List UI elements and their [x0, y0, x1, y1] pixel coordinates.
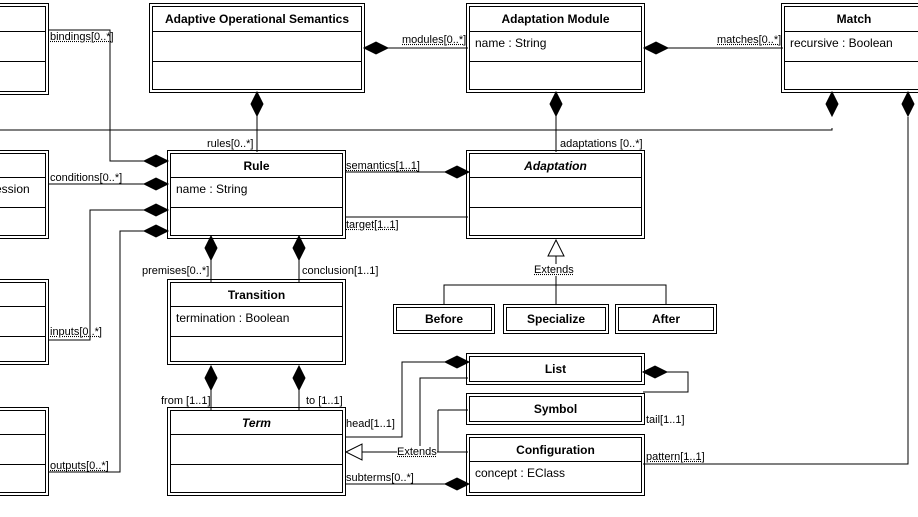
triangle-extends-term [346, 444, 362, 460]
class-configuration[interactable]: Configuration concept : EClass [469, 437, 642, 493]
match-recursive-association [0, 128, 832, 130]
diamond-semantics [445, 166, 469, 178]
label-to: to [1..1] [306, 395, 343, 407]
class-term[interactable]: Term [170, 410, 343, 493]
diamond-bindings [144, 155, 168, 167]
diamond-outputs [144, 225, 168, 237]
triangle-extends-adaptation [548, 240, 564, 256]
binder-partial-attribute [0, 32, 45, 62]
class-adaptation[interactable]: Adaptation [469, 153, 642, 236]
configuration-name: Configuration [516, 443, 595, 457]
term-name: Term [242, 416, 271, 430]
class-specialize[interactable]: Specialize [506, 307, 606, 331]
label-from: from [1..1] [161, 395, 211, 407]
diamond-head [445, 356, 469, 368]
bindings-association [48, 30, 145, 161]
label-bindings: bindings[0..*] [50, 31, 114, 43]
label-conditions: conditions[0..*] [50, 172, 122, 184]
extends-adaptation-bus [444, 285, 666, 305]
diamond-from [205, 366, 217, 390]
class-list[interactable]: List [469, 356, 642, 382]
class-transition[interactable]: Transition termination : Boolean [170, 282, 343, 362]
diamond-modules [364, 42, 388, 54]
diamond-to [293, 366, 305, 390]
class-binder-partial[interactable] [0, 6, 46, 92]
label-outputs: outputs[0..*] [50, 460, 109, 472]
outputs-association [48, 231, 145, 472]
class-after[interactable]: After [618, 307, 714, 331]
diamond-premises [205, 236, 217, 260]
label-premises: premises[0..*] [142, 265, 209, 277]
diamond-adaptations [550, 92, 562, 116]
diamond-matches [644, 42, 668, 54]
label-extends-adaptation: Extends [534, 264, 574, 276]
configuration-attribute: concept : EClass [470, 462, 641, 492]
pattern-association [643, 117, 908, 464]
symbol-name: Symbol [534, 402, 577, 416]
label-semantics: semantics[1..1] [346, 160, 420, 172]
diamond-tail [643, 366, 667, 378]
transition-attribute: termination : Boolean [171, 307, 342, 337]
label-inputs: inputs[0..*] [50, 326, 102, 338]
label-extends-term: Extends [397, 446, 437, 458]
before-name: Before [425, 312, 463, 326]
label-target: target[1..1] [346, 219, 399, 231]
adaptation-module-name: Adaptation Module [502, 12, 610, 26]
diamond-conclusion [293, 236, 305, 260]
diamond-rules [251, 92, 263, 116]
label-pattern: pattern[1..1] [646, 451, 705, 463]
label-head: head[1..1] [346, 418, 395, 430]
label-rules: rules[0..*] [207, 138, 253, 150]
class-adaptive-operational-semantics[interactable]: Adaptive Operational Semantics [152, 6, 362, 90]
label-tail: tail[1..1] [646, 414, 685, 426]
class-symbol[interactable]: Symbol [469, 396, 642, 422]
specialize-name: Specialize [527, 312, 585, 326]
class-before[interactable]: Before [396, 307, 492, 331]
label-subterms: subterms[0..*] [346, 472, 414, 484]
inputs-association [48, 210, 145, 340]
label-modules: modules[0..*] [402, 34, 466, 46]
adaptive-operational-semantics-name: Adaptive Operational Semantics [165, 12, 349, 26]
diamond-subterms [445, 478, 469, 490]
match-name: Match [837, 12, 872, 26]
class-adaptation-module[interactable]: Adaptation Module name : String [469, 6, 642, 90]
label-adaptations: adaptations [0..*] [560, 138, 643, 150]
diamond-conditions [144, 178, 168, 190]
adaptation-name: Adaptation [524, 159, 587, 173]
rule-name: Rule [243, 159, 269, 173]
adaptation-module-attribute: name : String [470, 32, 641, 62]
label-matches: matches[0..*] [717, 34, 781, 46]
extends-list-branch [420, 378, 468, 452]
expression-partial-attribute: ession [0, 178, 45, 208]
diamond-inputs [144, 204, 168, 216]
label-conclusion: conclusion[1..1] [302, 265, 378, 277]
list-name: List [545, 362, 566, 376]
diamond-match-recursive [826, 92, 838, 116]
class-expression-partial[interactable]: ession [0, 153, 46, 236]
after-name: After [652, 312, 680, 326]
class-binder-partial-3[interactable] [0, 410, 46, 493]
diamond-pattern [902, 92, 914, 116]
rule-attribute: name : String [171, 178, 342, 208]
class-rule[interactable]: Rule name : String [170, 153, 343, 236]
match-attribute: recursive : Boolean [785, 32, 918, 62]
class-match[interactable]: Match recursive : Boolean [784, 6, 918, 90]
transition-name: Transition [228, 288, 285, 302]
class-binder-partial-2[interactable] [0, 282, 46, 362]
